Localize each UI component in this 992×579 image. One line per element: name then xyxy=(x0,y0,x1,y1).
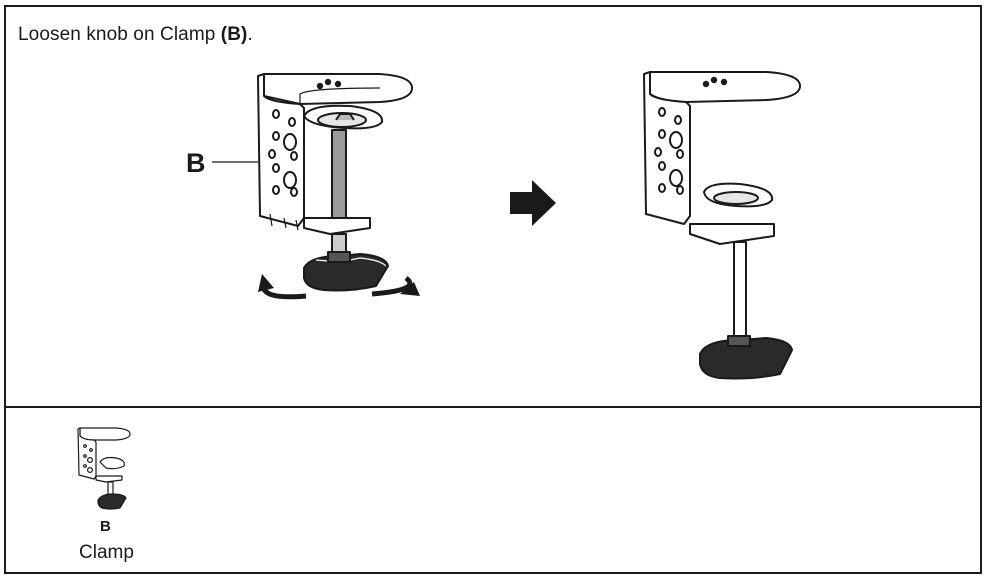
callout-leader-line xyxy=(212,161,258,163)
parts-divider xyxy=(4,406,982,408)
clamp-part-thumbnail xyxy=(77,427,131,510)
right-arrow-icon xyxy=(510,180,556,226)
step-frame xyxy=(4,5,982,574)
part-name: Clamp xyxy=(79,542,134,563)
clamp-before-illustration xyxy=(257,73,420,300)
instruction-part-ref: (B) xyxy=(220,24,248,45)
part-letter: B xyxy=(100,518,111,535)
clamp-after-illustration xyxy=(643,71,801,380)
instruction-text: Loosen knob on Clamp xyxy=(18,24,221,45)
step-instruction: Loosen knob on Clamp (B). xyxy=(18,24,253,46)
clamp-callout-label: B xyxy=(186,148,206,178)
instruction-period: . xyxy=(247,24,253,45)
